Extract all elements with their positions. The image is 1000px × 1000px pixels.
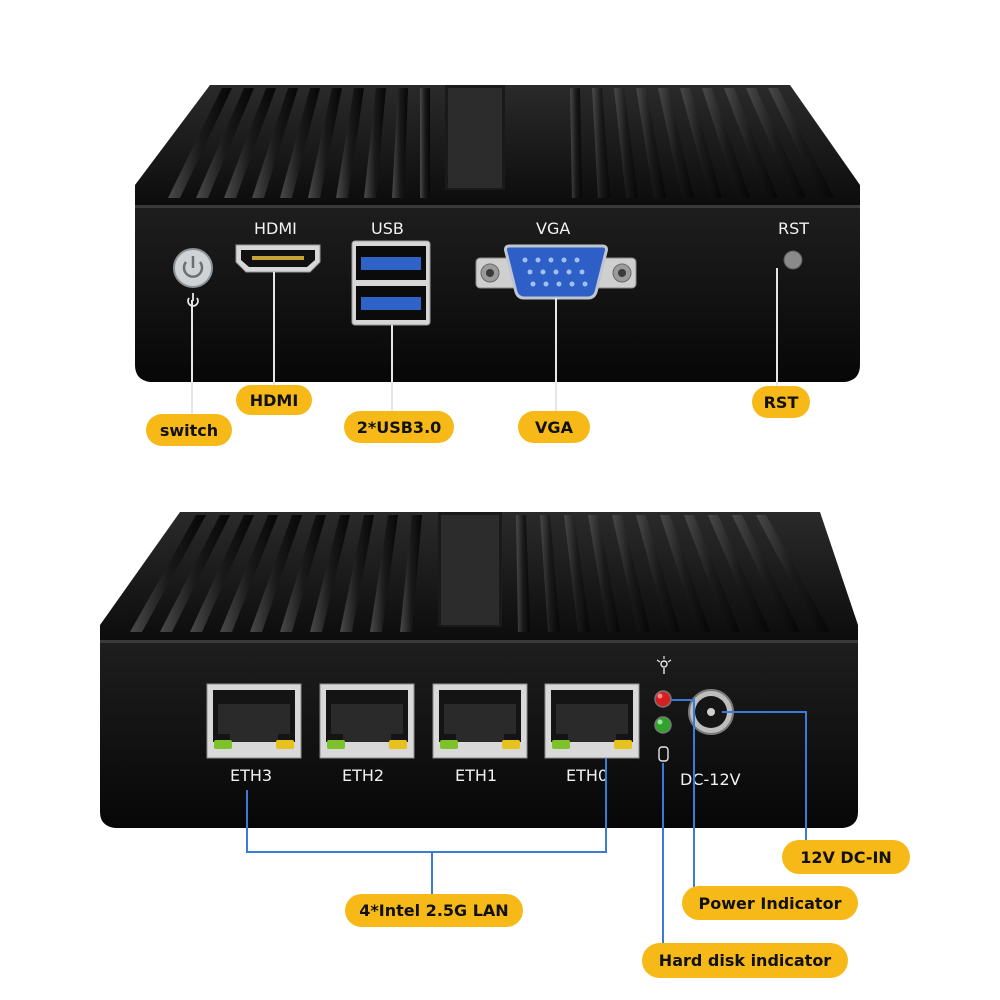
power-led [654, 690, 672, 708]
vga-leader-line [555, 298, 557, 414]
hdmi-port [235, 244, 321, 273]
hdd-led [654, 716, 672, 734]
switch-callout: switch [146, 414, 232, 446]
eth2-label: ETH2 [342, 766, 385, 785]
rst-port-label: RST [778, 219, 810, 238]
vga-callout: VGA [518, 411, 590, 443]
hard-disk-icon [658, 746, 669, 762]
power-led-leader-v [693, 699, 695, 889]
dc-leader-h [722, 711, 806, 713]
lan-bracket [246, 851, 607, 853]
eth1-label: ETH1 [455, 766, 498, 785]
eth0-label: ETH0 [566, 766, 609, 785]
lan-port-eth0 [544, 683, 640, 759]
power-symbol-icon [187, 293, 199, 307]
rear-heatsink-fins [130, 515, 830, 632]
power-led-icon [656, 656, 672, 674]
hdmi-port-label: HDMI [254, 219, 297, 238]
front-heatsink-fins [168, 88, 834, 198]
usb-port-label: USB [371, 219, 404, 238]
lan-callout: 4*Intel 2.5G LAN [345, 894, 523, 927]
eth3-leader [246, 790, 248, 852]
lan-port-eth1 [432, 683, 528, 759]
eth3-label: ETH3 [230, 766, 273, 785]
hdd-indicator-callout: Hard disk indicator [642, 943, 848, 978]
eth0-leader [605, 758, 607, 852]
power-led-leader-h [671, 699, 695, 701]
front-panel [135, 205, 860, 382]
power-indicator-callout: Power Indicator [682, 886, 858, 920]
dc-leader-v [805, 711, 807, 841]
hdd-led-leader [662, 763, 664, 946]
rst-callout: RST [752, 386, 810, 418]
lan-port-eth2 [319, 683, 415, 759]
rst-leader-line [776, 268, 778, 388]
hdmi-callout: HDMI [236, 385, 312, 415]
usb-callout: 2*USB3.0 [344, 411, 454, 443]
switch-leader-line [191, 300, 193, 416]
hdmi-leader-line [273, 272, 275, 388]
dc-label: DC-12V [680, 770, 741, 789]
usb-leader-line [391, 325, 393, 415]
lan-port-eth3 [206, 683, 302, 759]
reset-button [783, 250, 803, 270]
vga-port [475, 244, 637, 300]
vga-port-label: VGA [536, 219, 571, 238]
lan-stem [431, 851, 433, 897]
dc-in-callout: 12V DC-IN [782, 840, 910, 874]
usb-ports [351, 240, 431, 326]
